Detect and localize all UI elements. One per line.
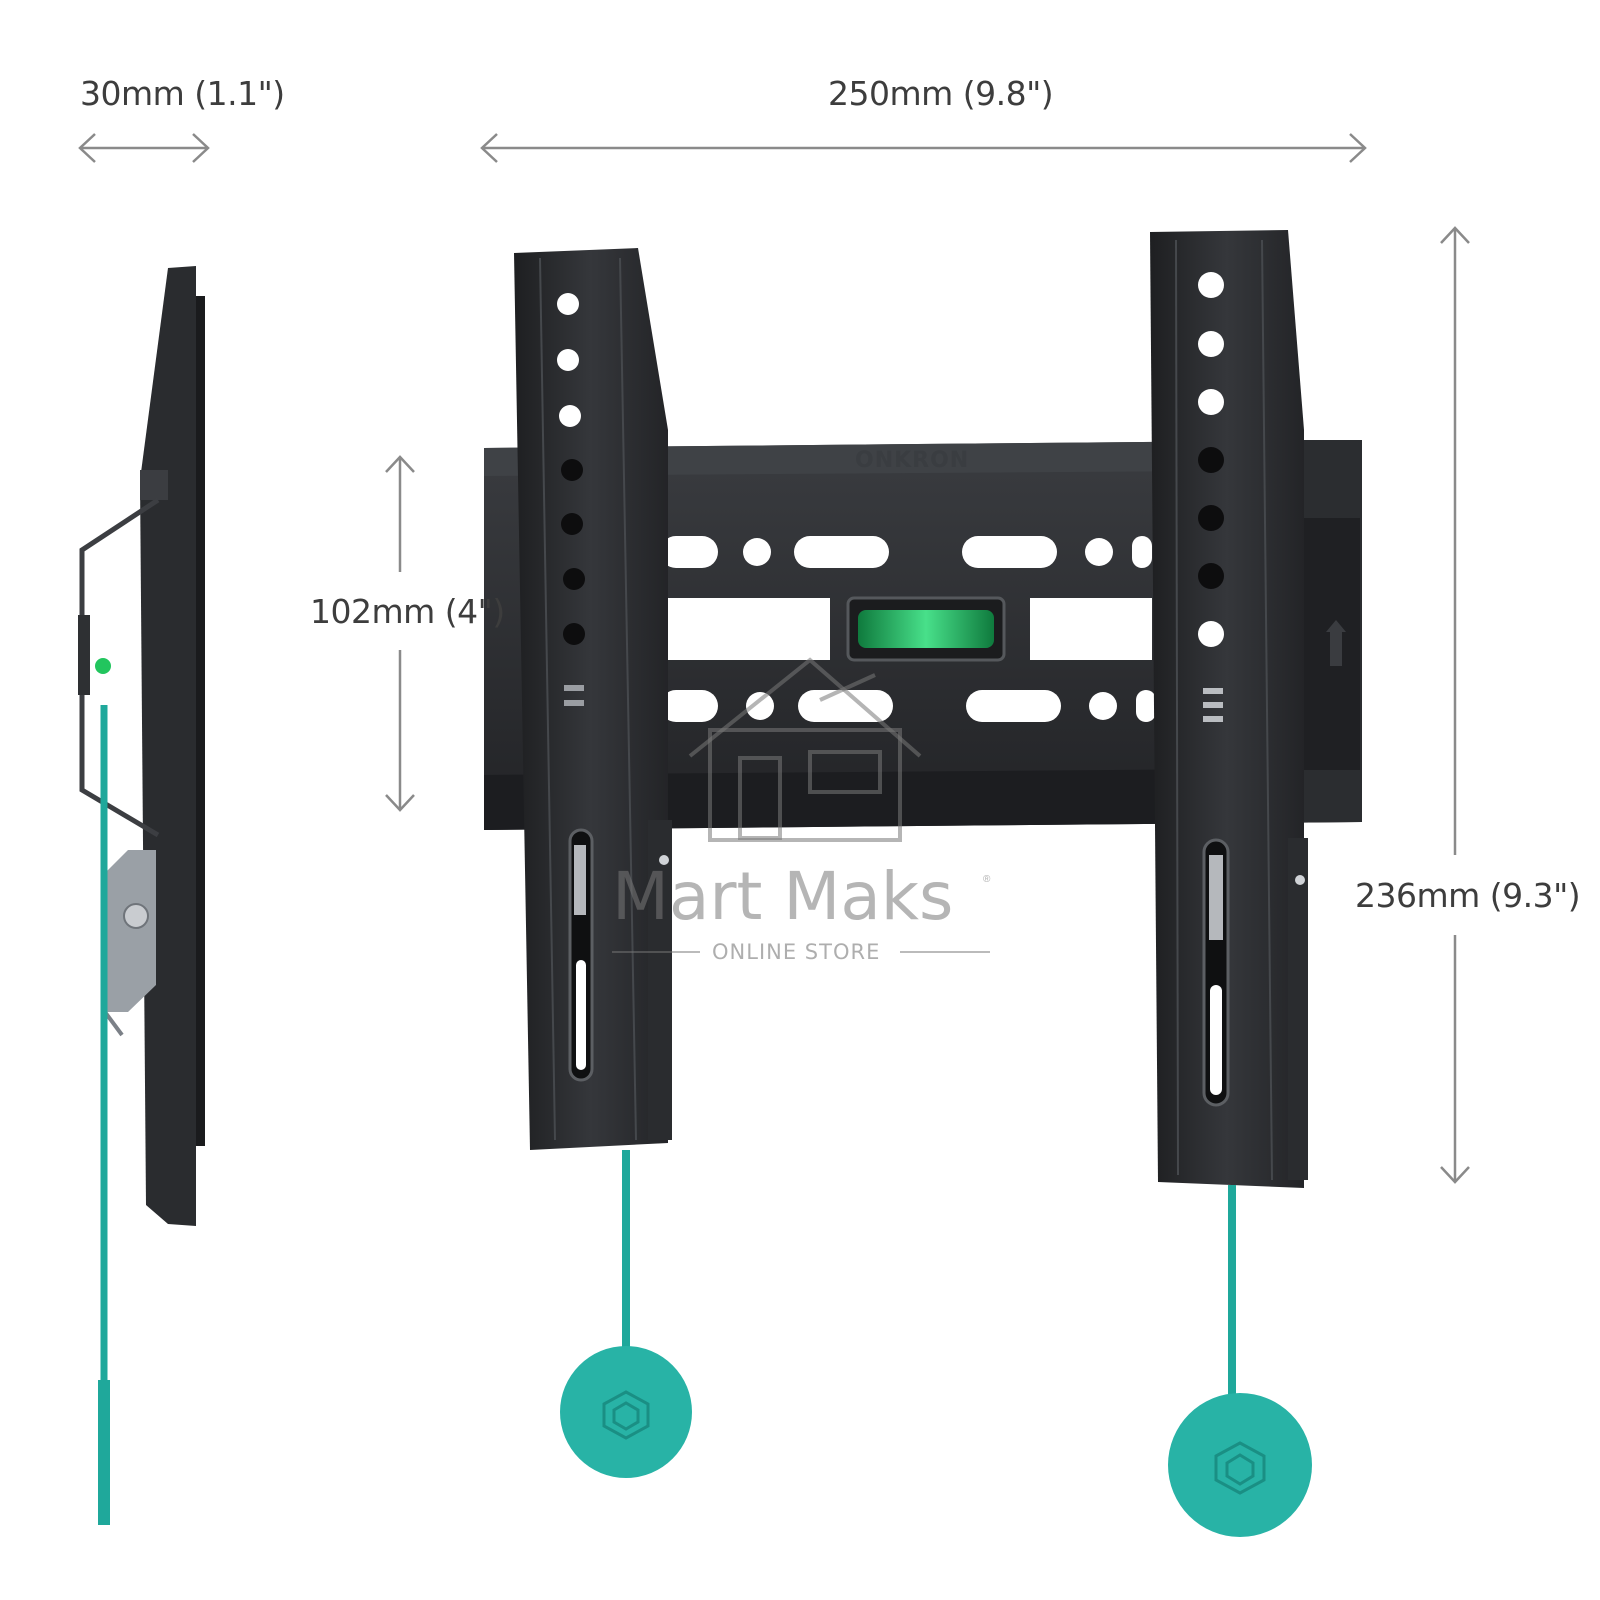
- watermark-house-icon: [688, 657, 922, 842]
- left-cord-handle-icon: [560, 1346, 692, 1478]
- width-label: 250mm (9.8"): [828, 74, 1054, 113]
- plate-height-label: 102mm (4"): [310, 592, 505, 631]
- watermark-subtitle: ONLINE STORE: [712, 940, 881, 964]
- right-cord-handle-icon: [1168, 1393, 1312, 1537]
- right-rail: [1150, 230, 1308, 1188]
- pull-cords: [560, 1150, 1312, 1537]
- engraving-text: ONKRON: [855, 448, 970, 473]
- wall-plate: [484, 440, 1362, 830]
- depth-label: 30mm (1.1"): [80, 74, 285, 113]
- depth-arrow-icon: [78, 133, 210, 163]
- dimension-arrows: [78, 133, 1470, 1184]
- left-rail: [514, 248, 672, 1150]
- plate-height-arrow-icon: [385, 455, 415, 812]
- watermark-brand: Mart Maks: [612, 858, 954, 935]
- side-view-mount: [78, 266, 205, 1525]
- height-arrow-icon: [1440, 226, 1470, 1184]
- watermark-registered: ®: [983, 874, 991, 885]
- height-label: 236mm (9.3"): [1355, 876, 1581, 915]
- width-arrow-icon: [480, 133, 1367, 163]
